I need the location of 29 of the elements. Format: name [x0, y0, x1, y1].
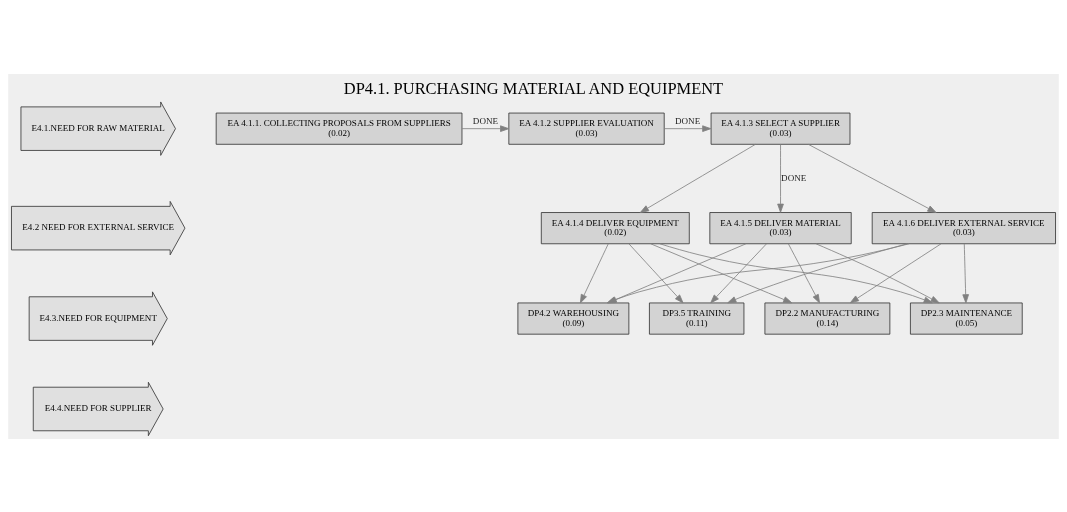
node-box: EA 4.1.5 DELIVER MATERIAL (0.03): [709, 211, 852, 244]
node-box: EA 4.1.2 SUPPLIER EVALUATION (0.03): [508, 112, 665, 145]
node-box: DP3.5 TRAINING (0.11): [649, 302, 745, 335]
diagram-title: DP4.1. PURCHASING MATERIAL AND EQUIPMENT: [343, 78, 724, 98]
arrow: [777, 143, 784, 213]
arrow: [962, 243, 969, 303]
arrow: [650, 242, 793, 303]
node-box: DP2.2 MANUFACTURING (0.14): [764, 302, 891, 335]
node-box: EA 4.1.1. COLLECTING PROPOSALS FROM SUPPLIERS (0.02): [215, 112, 463, 145]
arrow: [659, 242, 933, 303]
arrow: [849, 242, 942, 303]
arrow: [710, 243, 767, 303]
node-box: EA 4.1.6 DELIVER EXTERNAL SERVICE (0.03): [871, 211, 1056, 244]
node-box: DP2.3 MAINTENANCE (0.05): [910, 302, 1023, 335]
arrow: [815, 242, 940, 303]
arrow: [788, 243, 820, 303]
arrow: [727, 242, 908, 303]
arrow: [807, 143, 937, 213]
node-box: DP4.2 WAREHOUSING (0.09): [517, 302, 630, 335]
arrow: [663, 124, 712, 132]
node-box: EA 4.1.3 SELECT A SUPPLIER (0.03): [710, 112, 851, 145]
edge-label: DONE: [781, 172, 807, 183]
arrow: [628, 243, 684, 303]
node-box: EA 4.1.4 DELIVER EQUIPMENT (0.02): [540, 211, 690, 244]
edge-label: DONE: [472, 115, 498, 126]
arrow: [579, 243, 609, 303]
arrow: [461, 124, 510, 132]
edge-label: DONE: [675, 115, 701, 126]
arrow: [639, 143, 756, 213]
